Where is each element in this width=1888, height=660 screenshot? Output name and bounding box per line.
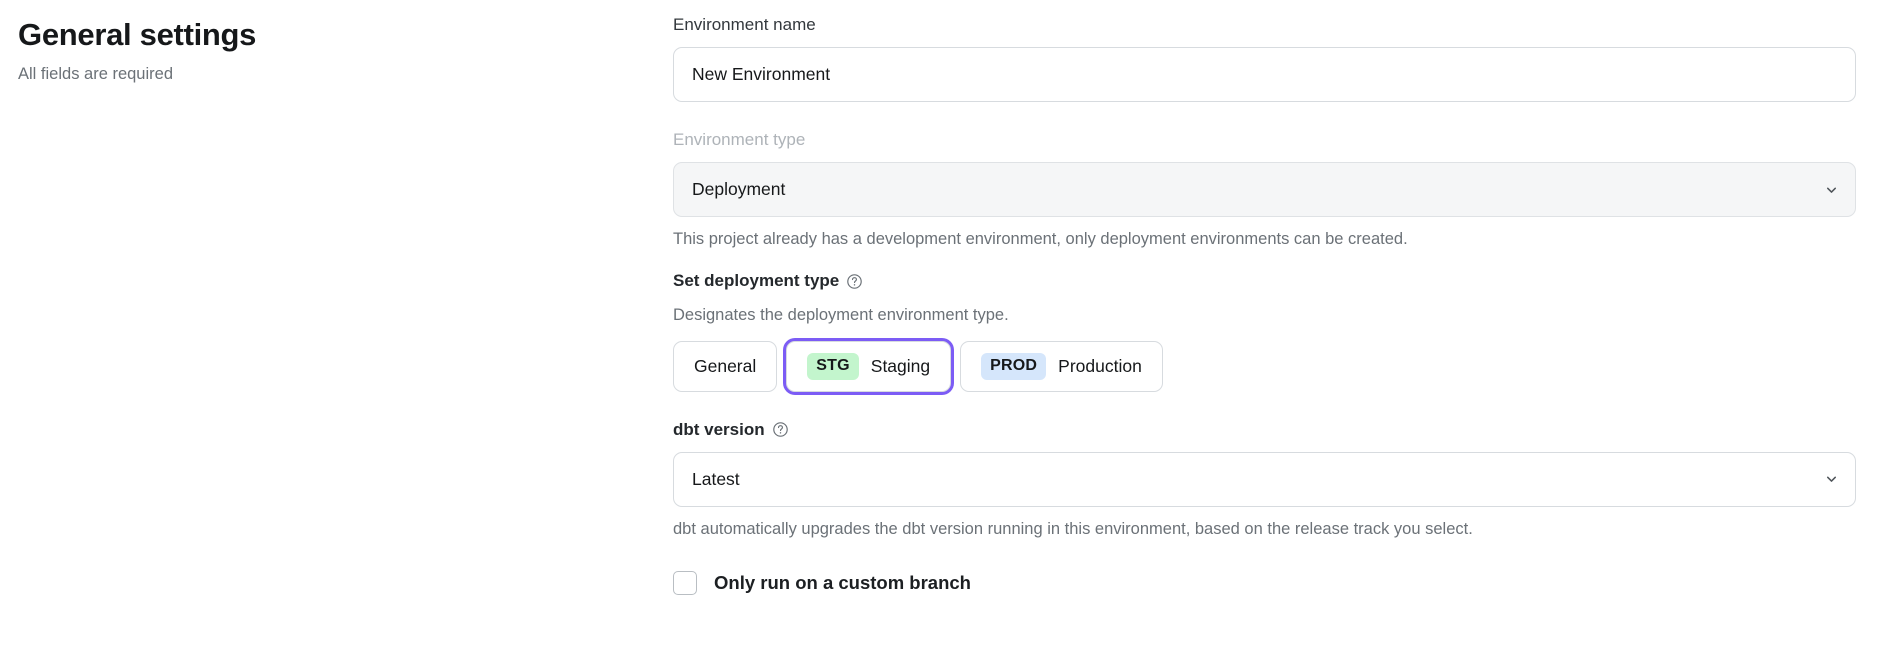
dbt-version-field: dbt version Latest dbt automatica xyxy=(673,419,1856,540)
page-title: General settings xyxy=(18,17,257,52)
environment-type-label: Environment type xyxy=(673,130,806,150)
environment-type-helper-text: This project already has a development e… xyxy=(673,230,1408,249)
deployment-type-label: Set deployment type xyxy=(673,270,1856,292)
chevron-down-icon xyxy=(1824,472,1839,487)
environment-type-field: Environment type Deployment This project… xyxy=(673,129,1856,250)
deployment-type-field: Set deployment type Designates the deplo… xyxy=(673,270,1856,392)
dbt-version-helper-text: dbt automatically upgrades the dbt versi… xyxy=(673,519,1473,538)
staging-badge: STG xyxy=(807,352,859,380)
deployment-type-option-staging[interactable]: STG Staging xyxy=(786,340,952,392)
question-circle-icon[interactable] xyxy=(846,273,863,290)
dbt-version-label: dbt version xyxy=(673,419,1856,441)
dbt-version-select[interactable]: Latest xyxy=(673,451,1856,507)
environment-name-field: Environment name xyxy=(673,14,1856,103)
environment-type-select[interactable]: Deployment xyxy=(673,162,1856,218)
environment-name-label: Environment name xyxy=(673,15,816,34)
custom-branch-field: Only run on a custom branch xyxy=(673,571,1856,596)
deployment-type-option-staging-label: Staging xyxy=(870,355,931,376)
deployment-type-option-production[interactable]: PROD Production xyxy=(960,340,1163,392)
custom-branch-label[interactable]: Only run on a custom branch xyxy=(714,572,971,594)
deployment-type-options: General STG Staging PROD Production xyxy=(673,340,1856,392)
deployment-type-description: Designates the deployment environment ty… xyxy=(673,305,1009,324)
production-badge: PROD xyxy=(981,352,1047,380)
dbt-version-value: Latest xyxy=(692,468,740,489)
deployment-type-label-text: Set deployment type xyxy=(673,271,840,291)
section-header: General settings All fields are required xyxy=(18,16,518,86)
deployment-type-option-general-label: General xyxy=(694,355,757,376)
page-subtitle: All fields are required xyxy=(18,65,173,84)
deployment-type-option-production-label: Production xyxy=(1058,355,1142,376)
question-circle-icon[interactable] xyxy=(772,421,789,438)
deployment-type-option-general[interactable]: General xyxy=(673,340,778,392)
settings-form: Environment name Environment type Deploy… xyxy=(673,14,1856,596)
custom-branch-checkbox[interactable] xyxy=(673,571,697,596)
chevron-down-icon xyxy=(1824,182,1839,197)
environment-type-value: Deployment xyxy=(692,179,786,200)
dbt-version-label-text: dbt version xyxy=(673,419,765,439)
environment-name-input[interactable] xyxy=(673,47,1856,103)
